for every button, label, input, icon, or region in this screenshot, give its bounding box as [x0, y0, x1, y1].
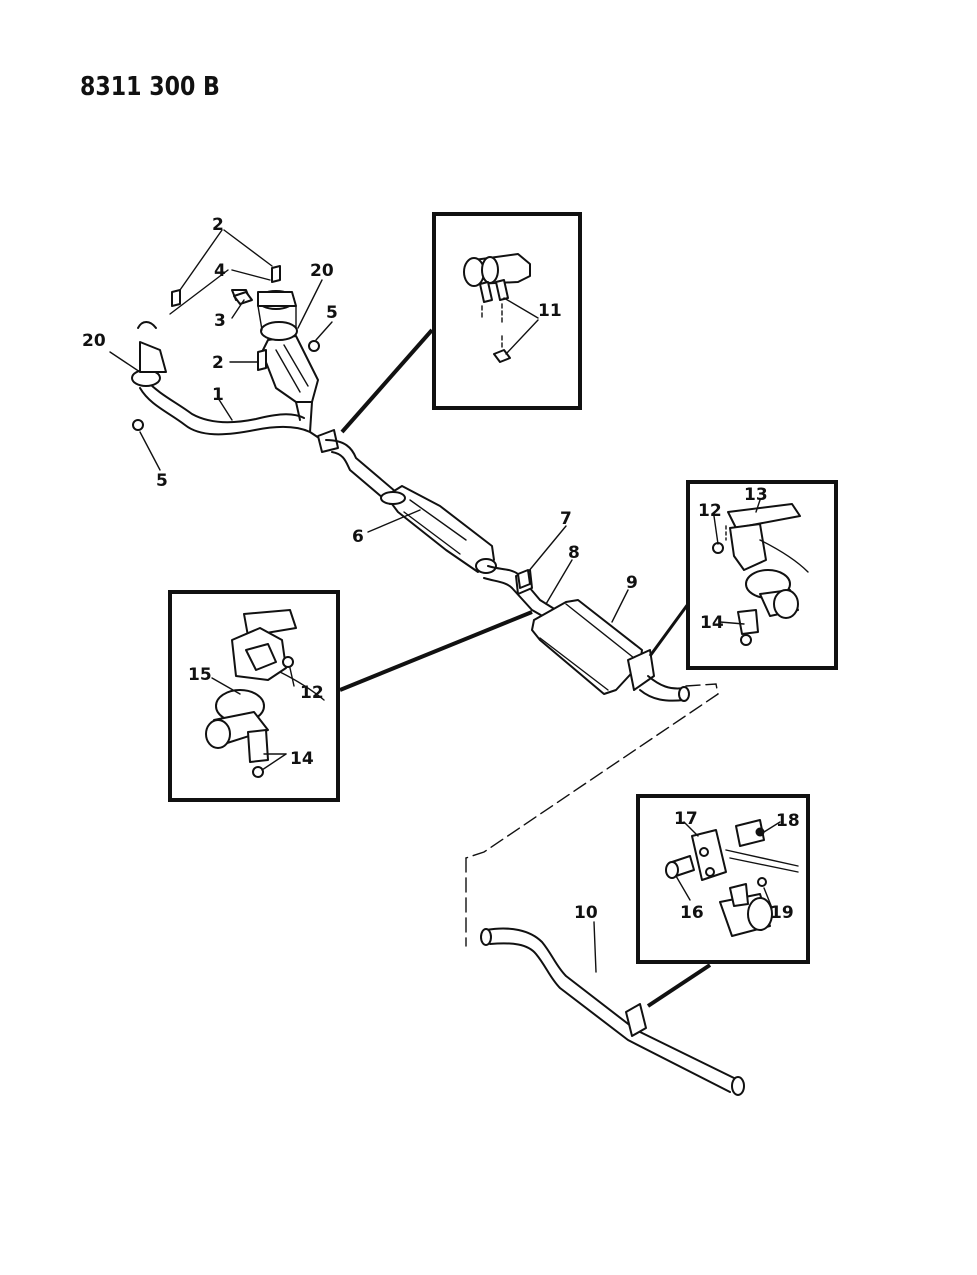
- drawing-code: 8311 300 B: [80, 72, 220, 102]
- callout-9: 9: [626, 573, 638, 593]
- callout-20a: 20: [310, 261, 334, 281]
- callout-1: 1: [212, 385, 224, 405]
- callout-11: 11: [538, 301, 562, 321]
- callout-14a: 14: [700, 613, 724, 633]
- callout-3: 3: [214, 311, 226, 331]
- intermediate-pipe: [317, 429, 397, 505]
- callout-labels: 2 4 20 3 5 20 2 1 5 6 7 8 9 11 13 12 14 …: [82, 215, 800, 923]
- detail-box-hanger-11: [432, 212, 582, 410]
- callout-19: 19: [770, 903, 794, 923]
- detail-pointers: [339, 328, 712, 1008]
- callout-4: 4: [214, 261, 226, 281]
- resonator: [380, 485, 497, 574]
- callout-12b: 12: [300, 683, 324, 703]
- detail-box-tailpipe-hanger: [636, 794, 810, 964]
- callout-20b: 20: [82, 331, 106, 351]
- callout-8: 8: [568, 543, 580, 563]
- muffler: [531, 599, 690, 702]
- continuation-lines: [465, 683, 719, 947]
- callout-5b: 5: [156, 471, 168, 491]
- callout-14b: 14: [290, 749, 314, 769]
- callout-2b: 2: [212, 353, 224, 373]
- callout-18: 18: [776, 811, 800, 831]
- callout-2a: 2: [212, 215, 224, 235]
- callout-16: 16: [680, 903, 704, 923]
- callout-15: 15: [188, 665, 212, 685]
- catalytic-converter: [231, 289, 319, 403]
- callout-13: 13: [744, 485, 768, 505]
- detail-box-isolator-left: [168, 590, 340, 802]
- callout-12a: 12: [698, 501, 722, 521]
- leader-lines: [109, 229, 629, 973]
- tailpipe: [480, 927, 745, 1096]
- callout-5a: 5: [326, 303, 338, 323]
- callout-7: 7: [560, 509, 572, 529]
- bolts-and-nuts: [132, 265, 531, 589]
- front-exhaust-pipe: [131, 321, 323, 441]
- callout-10: 10: [574, 903, 598, 923]
- callout-17: 17: [674, 809, 698, 829]
- callout-6: 6: [352, 527, 364, 547]
- detail-box-isolator-right: [686, 480, 838, 670]
